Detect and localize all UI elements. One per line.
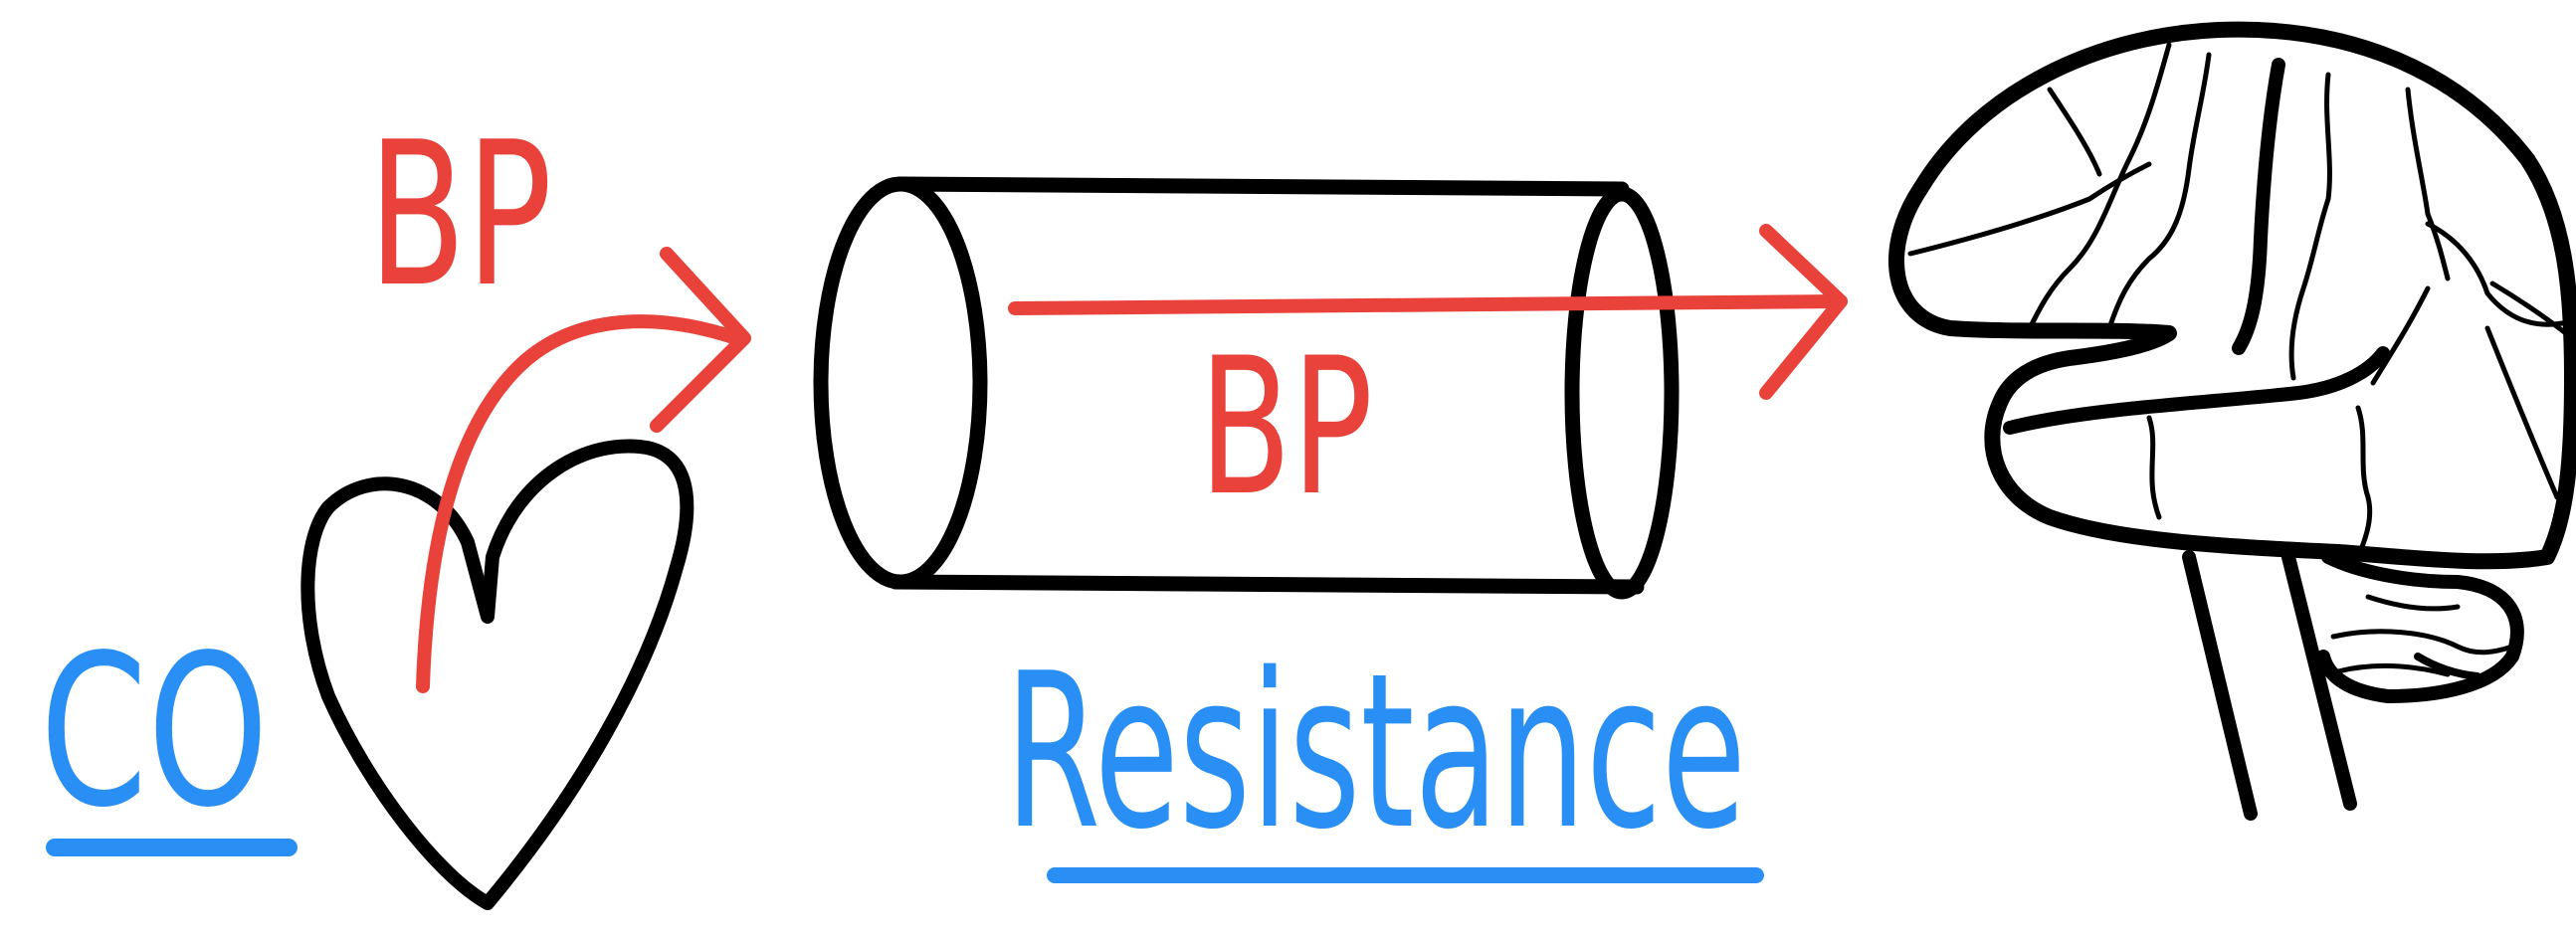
co-label: CO (40, 610, 269, 853)
heart-icon (307, 446, 687, 903)
bp-top-label: BP (368, 99, 552, 331)
blood-pressure-arrow (1015, 301, 1841, 308)
bp-vessel-label: BP (1199, 317, 1373, 537)
resistance-label: Resistance (1005, 627, 1746, 876)
blood-pressure-arrowhead (1766, 231, 1841, 393)
brain-icon (1896, 30, 2572, 814)
